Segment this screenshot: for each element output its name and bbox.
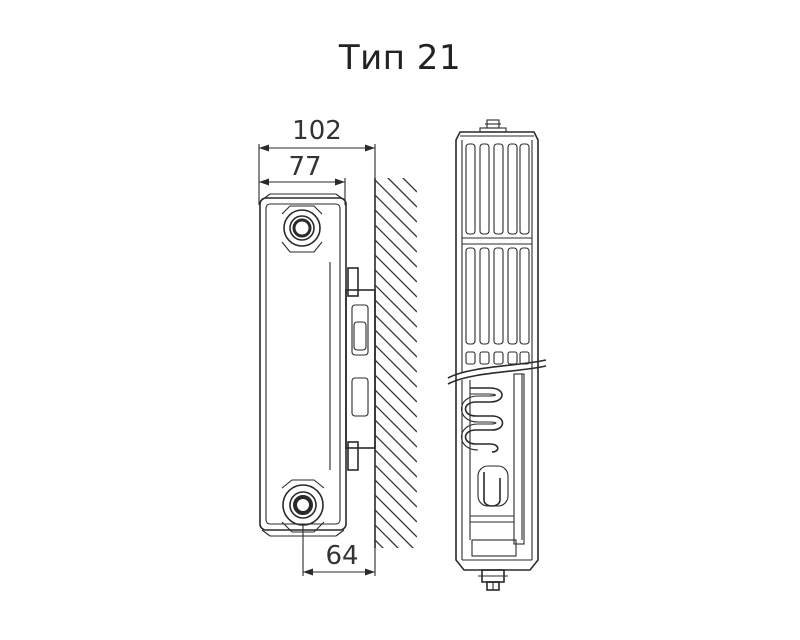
convection-fin-wave: [461, 387, 504, 453]
vent-slots: [465, 351, 530, 365]
dimension-wall-distance-label: 64: [325, 541, 358, 571]
dimension-panel-depth: 77: [259, 152, 346, 205]
break-line: [447, 359, 547, 385]
dimension-panel-depth-label: 77: [288, 152, 321, 182]
air-vent-icon: [479, 119, 507, 133]
wall-bracket: [345, 267, 376, 471]
convection-fins-bottom: [465, 247, 530, 345]
convection-fins-top: [465, 143, 530, 235]
bottom-connection-icon: [281, 479, 325, 533]
wall-hatching: [374, 178, 417, 548]
diagram-title: Тип 21: [338, 38, 462, 78]
dimension-total-depth-label: 102: [292, 116, 342, 146]
radiator-side-view: [259, 193, 376, 537]
dimension-total-depth: 102: [258, 116, 376, 205]
dimension-wall-distance: 64: [302, 525, 376, 576]
bottom-valve-icon: [470, 465, 514, 523]
radiator-front-view: [447, 119, 547, 591]
drain-plug-icon: [478, 569, 508, 591]
top-connection-icon: [281, 205, 323, 253]
